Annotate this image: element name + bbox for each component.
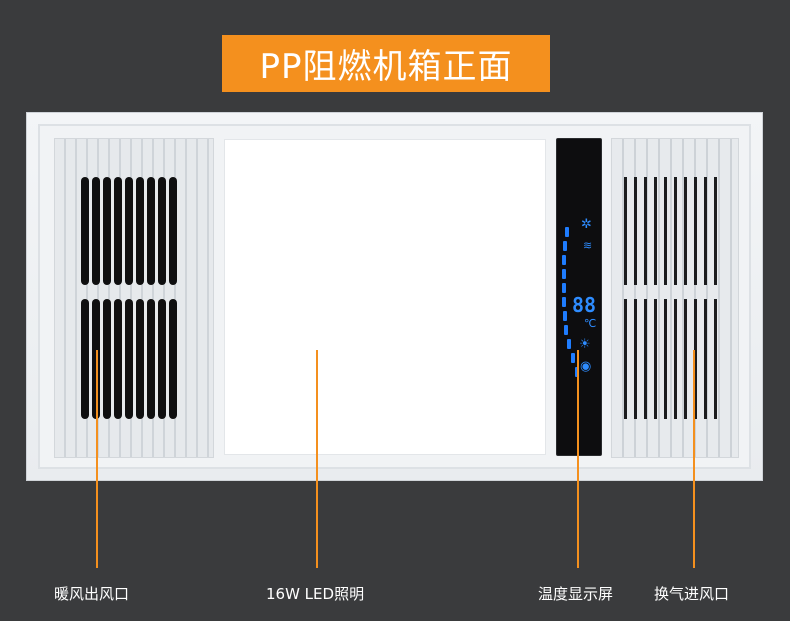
slot	[714, 299, 717, 419]
warm-air-leader-line	[96, 350, 98, 568]
slot	[103, 177, 111, 285]
light-icon: ☀	[579, 337, 591, 352]
vent-leader-line	[693, 350, 695, 568]
slot	[624, 299, 627, 419]
slot	[158, 177, 166, 285]
level-bar	[571, 353, 575, 363]
level-bar	[562, 297, 566, 307]
slot	[125, 299, 133, 419]
slot	[147, 177, 155, 285]
title-banner: PP阻燃机箱正面	[222, 35, 550, 92]
level-bar	[567, 339, 571, 349]
fan-icon: ✲	[581, 217, 592, 232]
slot	[654, 177, 657, 285]
slot	[169, 299, 177, 419]
temperature-display: ✲ ≋ 88 ℃ ☀ ◉	[556, 138, 602, 456]
slot	[714, 177, 717, 285]
temperature-digits: 88	[572, 293, 597, 317]
slot	[684, 299, 687, 419]
slot	[125, 177, 133, 285]
vent-slots-bottom	[624, 299, 717, 419]
slot	[624, 177, 627, 285]
slot	[92, 177, 100, 285]
level-bar	[565, 227, 569, 237]
slot	[114, 299, 122, 419]
ventilation-grille	[611, 138, 739, 458]
level-bar	[564, 325, 568, 335]
slot	[654, 299, 657, 419]
slot	[81, 299, 89, 419]
slot	[684, 177, 687, 285]
level-bar	[562, 283, 566, 293]
level-bar	[563, 241, 567, 251]
slot	[704, 177, 707, 285]
led-light-panel	[224, 139, 546, 455]
unit-icon: ℃	[584, 317, 597, 330]
warm-air-grille	[54, 138, 214, 458]
slot	[674, 177, 677, 285]
slot	[136, 177, 144, 285]
slot	[694, 299, 697, 419]
slot	[644, 177, 647, 285]
slot	[114, 177, 122, 285]
slot	[103, 299, 111, 419]
slot	[664, 177, 667, 285]
slot	[634, 177, 637, 285]
slot	[169, 177, 177, 285]
warm-air-label: 暖风出风口	[54, 585, 130, 603]
level-bar	[562, 269, 566, 279]
warm-air-slots-top	[81, 177, 177, 285]
power-icon: ◉	[580, 359, 592, 374]
slot	[674, 299, 677, 419]
level-bar	[562, 255, 566, 265]
slot	[664, 299, 667, 419]
slot	[158, 299, 166, 419]
slot	[81, 177, 89, 285]
title-text: PP阻燃机箱正面	[259, 47, 513, 87]
led-label: 16W LED照明	[266, 585, 365, 603]
slot	[694, 177, 697, 285]
led-leader-line	[316, 350, 318, 568]
slot	[634, 299, 637, 419]
slot	[136, 299, 144, 419]
vent-label: 换气进风口	[654, 585, 730, 603]
display-leader-line	[577, 350, 579, 568]
wave-icon: ≋	[583, 239, 593, 252]
slot	[644, 299, 647, 419]
level-bar	[563, 311, 567, 321]
slot	[147, 299, 155, 419]
slot	[704, 299, 707, 419]
vent-slots-top	[624, 177, 717, 285]
display-label: 温度显示屏	[538, 585, 614, 603]
